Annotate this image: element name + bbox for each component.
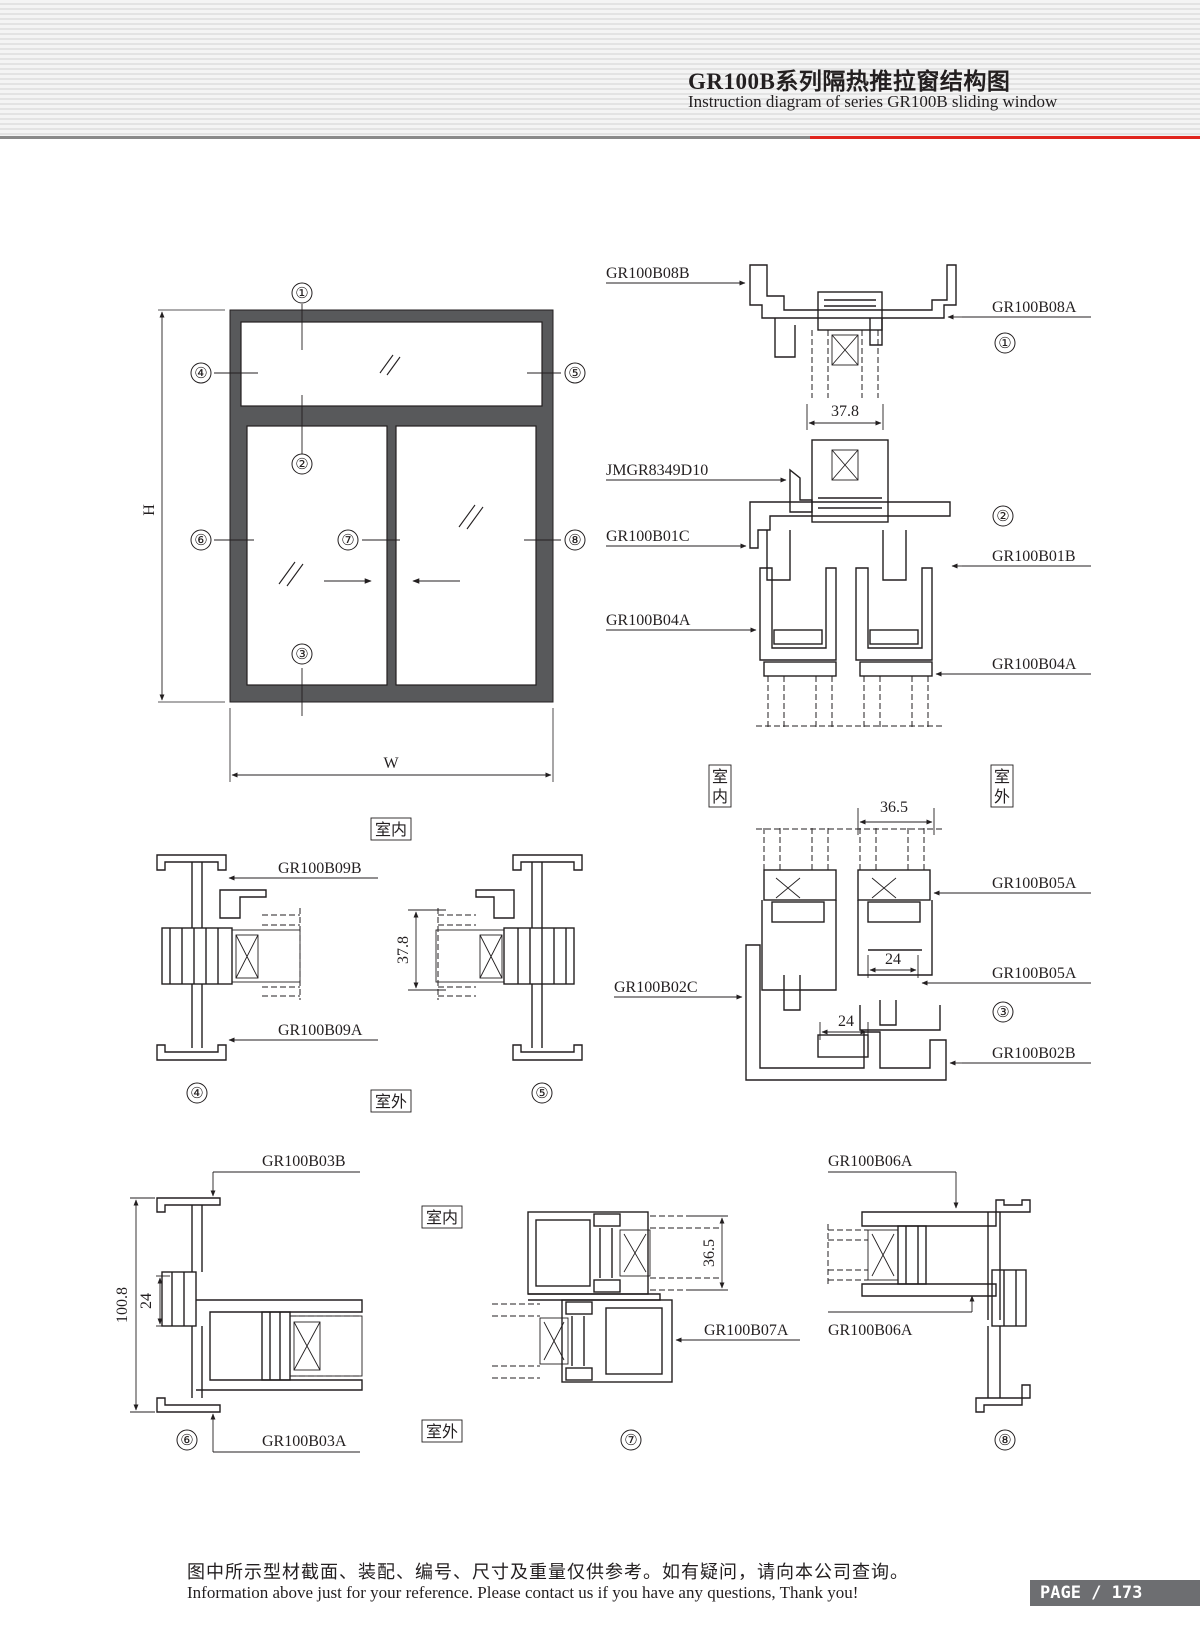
glass-hatch-marks <box>278 354 484 587</box>
part-label-gr100b06a-upper: GR100B06A <box>828 1153 913 1170</box>
indoor-vertical-char-1: 室 <box>712 767 728 786</box>
section-2-leaders <box>606 477 1091 677</box>
section-3-profile <box>745 828 947 1081</box>
page-number-badge: PAGE / 173 <box>1030 1580 1200 1606</box>
left-sash-glass <box>246 425 388 686</box>
indoor-label-lower: 室内 <box>426 1208 458 1227</box>
part-label-gr100b09b: GR100B09B <box>278 860 362 877</box>
part-label-gr100b01c: GR100B01C <box>606 528 690 545</box>
outdoor-box-vertical <box>990 764 1014 808</box>
marker-4: ④ <box>194 366 207 382</box>
outdoor-box-lower <box>421 1419 463 1443</box>
section-1-dimension <box>806 404 884 430</box>
height-dimension-label: H <box>141 504 158 516</box>
header-rule-gray <box>0 136 810 139</box>
footer-note-cn: 图中所示型材截面、装配、编号、尺寸及重量仅供参考。如有疑问，请向本公司查询。 <box>187 1562 909 1583</box>
transom-glass <box>240 321 543 407</box>
section-7-dim-label: 36.5 <box>701 1239 718 1267</box>
section-7-marker: ⑦ <box>624 1433 637 1449</box>
indoor-box-lower <box>421 1205 463 1229</box>
section-6-leaders <box>210 1171 360 1453</box>
header-rule-red <box>810 136 1200 139</box>
marker-3: ③ <box>295 647 308 663</box>
section-3-dim-24-lower: 24 <box>838 1013 854 1030</box>
section-3-marker: ③ <box>996 1005 1009 1021</box>
part-label-gr100b03a: GR100B03A <box>262 1433 347 1450</box>
part-label-gr100b07a: GR100B07A <box>704 1322 789 1339</box>
elevation-markers: ① ② ③ ④ ⑤ ⑥ ⑦ ⑧ <box>190 282 586 665</box>
section-5-dimension <box>408 909 446 991</box>
outdoor-vertical-char-2: 外 <box>994 787 1010 806</box>
indoor-box-mid <box>370 817 412 841</box>
section-3-dim-36-5: 36.5 <box>880 799 908 816</box>
part-label-gr100b08b: GR100B08B <box>606 265 690 282</box>
outdoor-box-mid <box>370 1089 412 1113</box>
section-3-leaders <box>614 890 1091 1066</box>
section-8-profile <box>827 1199 1031 1413</box>
section-1-leaders <box>606 280 1091 320</box>
part-label-gr100b04a-right: GR100B04A <box>992 656 1077 673</box>
window-elevation <box>158 304 561 782</box>
marker-2: ② <box>295 457 308 473</box>
part-label-gr100b08a: GR100B08A <box>992 299 1077 316</box>
section-6-marker: ⑥ <box>180 1433 193 1449</box>
section-6-dim-24: 24 <box>138 1293 155 1309</box>
page-title-cn: GR100B系列隔热推拉窗结构图 <box>688 69 1011 94</box>
outdoor-vertical-char-1: 室 <box>994 767 1010 786</box>
section-6-profile <box>156 1197 363 1413</box>
header-band <box>0 0 1200 136</box>
section-2-profile <box>749 439 951 728</box>
section-1-profile <box>749 264 957 398</box>
marker-8: ⑧ <box>568 533 581 549</box>
outdoor-label-lower: 室外 <box>426 1422 458 1441</box>
indoor-label-mid: 室内 <box>375 820 407 839</box>
right-sash-glass <box>395 425 537 686</box>
section-6-dim-100-8: 100.8 <box>114 1287 131 1323</box>
section-5-profile <box>435 854 583 1061</box>
marker-5: ⑤ <box>568 366 581 382</box>
section-5-dim-label: 37.8 <box>395 936 412 964</box>
part-label-gr100b05a-upper: GR100B05A <box>992 875 1077 892</box>
section-5-marker: ⑤ <box>535 1086 548 1102</box>
marker-6: ⑥ <box>194 533 207 549</box>
part-label-gr100b02b: GR100B02B <box>992 1045 1076 1062</box>
section-8-marker: ⑧ <box>998 1433 1011 1449</box>
part-label-gr100b05a-lower: GR100B05A <box>992 965 1077 982</box>
indoor-vertical-char-2: 内 <box>712 787 728 806</box>
part-label-gr100b04a-left: GR100B04A <box>606 612 691 629</box>
part-label-gr100b03b: GR100B03B <box>262 1153 346 1170</box>
part-label-gr100b02c: GR100B02C <box>614 979 698 996</box>
marker-7: ⑦ <box>341 533 354 549</box>
marker-1: ① <box>295 286 308 302</box>
section-1-marker: ① <box>998 336 1011 352</box>
section-6-dimensions <box>130 1197 170 1413</box>
section-7-dimension <box>690 1215 728 1291</box>
part-label-jmgr8349d10: JMGR8349D10 <box>606 462 708 479</box>
part-label-gr100b09a: GR100B09A <box>278 1022 363 1039</box>
section-2-marker: ② <box>996 509 1009 525</box>
footer-note-en: Information above just for your referenc… <box>187 1583 859 1602</box>
section-3-dimensions <box>819 808 935 1040</box>
indoor-box-vertical <box>708 764 732 808</box>
section-1-dim-label: 37.8 <box>831 403 859 420</box>
section-4-profile <box>156 854 301 1061</box>
section-4-leaders <box>228 875 378 1043</box>
section-leaders <box>214 304 561 716</box>
section-8-leaders <box>828 1171 975 1313</box>
part-label-gr100b06a-lower: GR100B06A <box>828 1322 913 1339</box>
section-7-profile <box>492 1211 720 1383</box>
outdoor-label-mid: 室外 <box>375 1092 407 1111</box>
width-dimension-label: W <box>383 755 399 772</box>
section-3-dim-24-upper: 24 <box>885 951 901 968</box>
part-label-gr100b01b: GR100B01B <box>992 548 1076 565</box>
section-4-marker: ④ <box>190 1086 203 1102</box>
page-title-en: Instruction diagram of series GR100B sli… <box>688 92 1058 111</box>
